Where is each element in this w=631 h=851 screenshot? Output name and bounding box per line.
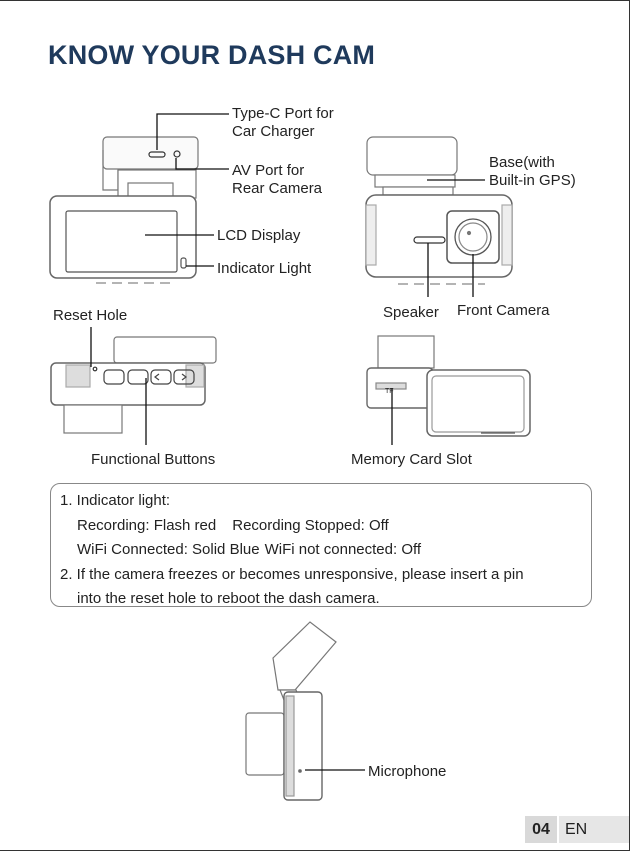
note-wifi-connected: WiFi Connected: Solid Blue [77,541,260,558]
note-wifi-not-connected: WiFi not connected: Off [264,541,422,558]
tf-slot-label: TF [385,388,394,395]
av-port-label-line2: Rear Camera [232,180,323,197]
reset-hole-label: Reset Hole [53,307,128,324]
microphone-illustration [245,621,337,801]
note-recording-stopped: Recording Stopped: Off [232,516,389,534]
speaker-label: Speaker [383,304,439,321]
microphone-label: Microphone [368,763,447,780]
indicator-light-label: Indicator Light [217,260,312,277]
memory-card-slot-label: Memory Card Slot [351,451,472,468]
av-port-label: AV Port for [232,162,305,179]
front-camera-label: Front Camera [457,302,550,319]
front-view-illustration [365,136,513,285]
functional-buttons-label: Functional Buttons [91,451,216,468]
note-recording: Recording: Flash red [77,516,217,534]
lcd-display-label: LCD Display [217,227,301,244]
callout-lines [90,113,485,771]
side-view-card-illustration [366,335,531,437]
notes-box: 1. Indicator light: Recording: Flash red… [50,483,592,607]
rear-view-illustration [49,136,199,284]
side-view-buttons-illustration [50,336,217,434]
page-title: KNOW YOUR DASH CAM [48,40,376,70]
base-label-line2: Built-in GPS) [489,172,576,189]
note-item-1-title: 1. Indicator light: [60,492,171,509]
note-item-2-line2: into the reset hole to reboot the dash c… [77,590,380,607]
note-item-2-line1: 2. If the camera freezes or becomes unre… [60,565,524,583]
type-c-port-label: Type-C Port for [232,105,334,122]
page-number: 04 [525,816,557,843]
note-recording-row: Recording: Flash red Recording Stopped: O… [60,514,591,539]
base-label: Base(with [489,154,555,171]
type-c-port-label-line2: Car Charger [232,123,315,140]
language-tag: EN [559,816,629,843]
